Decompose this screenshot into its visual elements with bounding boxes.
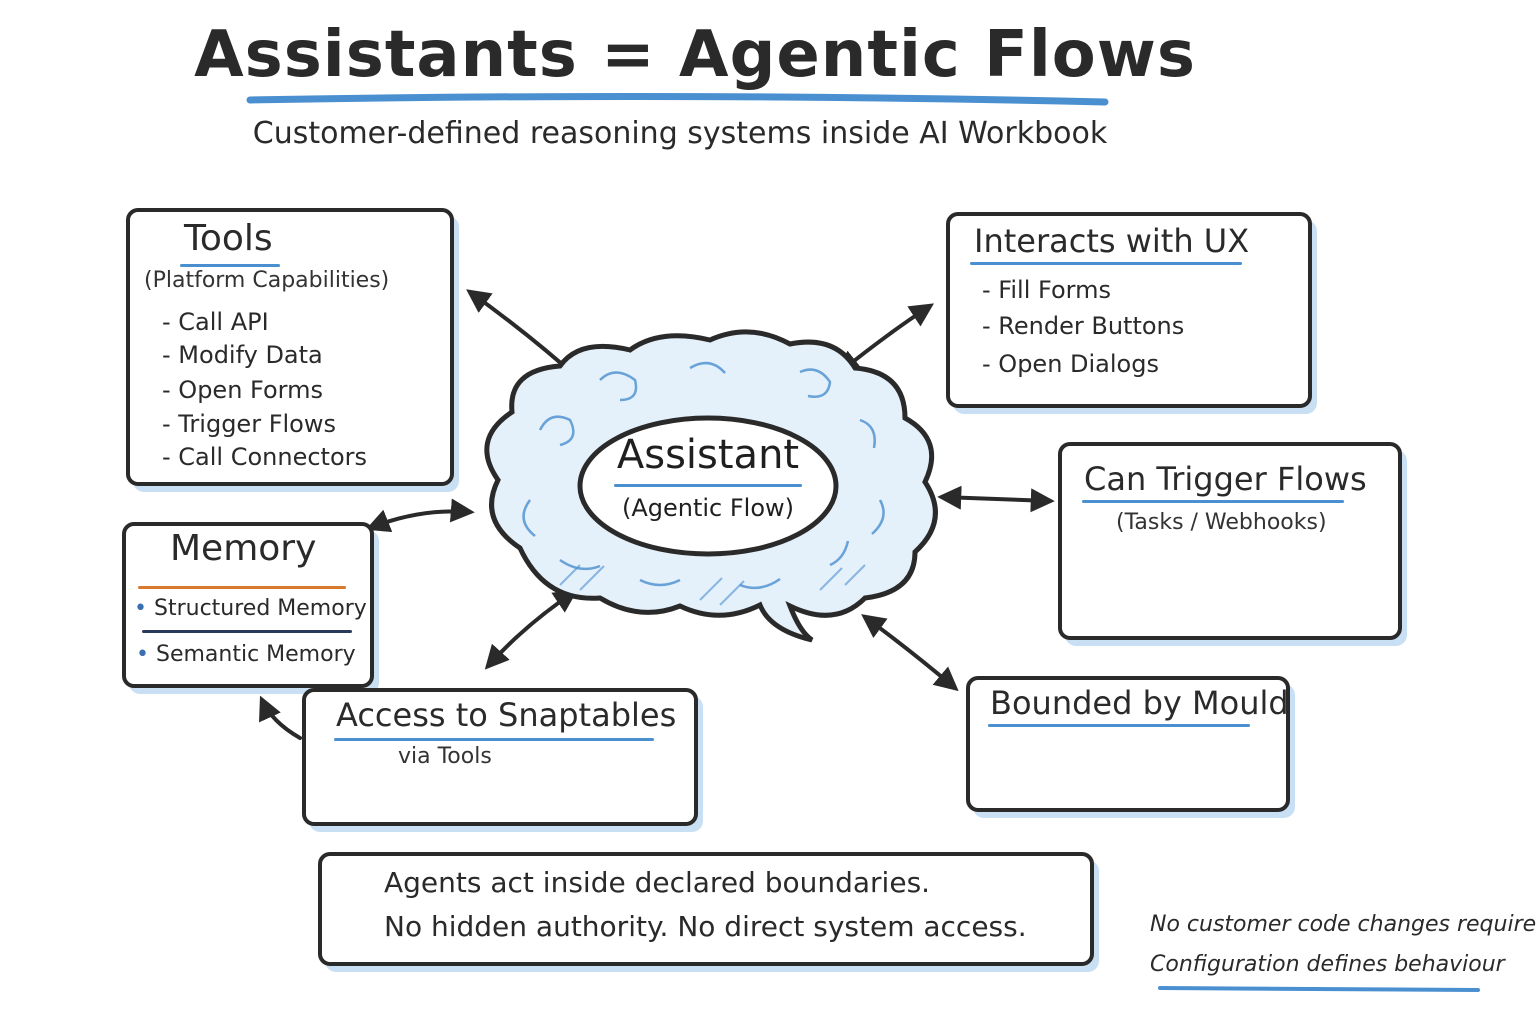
note-line-1: No customer code changes required bbox=[1150, 912, 1536, 937]
flows-underline bbox=[1082, 500, 1344, 503]
snaptables-title: Access to Snaptables bbox=[336, 696, 677, 734]
flows-box bbox=[1058, 442, 1402, 640]
mould-underline bbox=[988, 724, 1250, 727]
arrow-snaptables bbox=[484, 589, 578, 670]
tools-title: Tools bbox=[184, 218, 273, 259]
memory-underline bbox=[138, 586, 346, 589]
ux-item: Fill Forms bbox=[982, 276, 1111, 304]
assistant-title: Assistant bbox=[616, 432, 800, 478]
arrow-snap-memory bbox=[259, 695, 302, 740]
page-title: Assistants = Agentic Flows bbox=[194, 18, 1196, 92]
snaptables-subtitle: via Tools bbox=[398, 744, 492, 769]
mould-box bbox=[966, 676, 1290, 812]
boundaries-box bbox=[318, 852, 1094, 966]
tools-item: Open Forms bbox=[162, 376, 323, 404]
assistant-underline bbox=[614, 484, 802, 487]
boundaries-line-2: No hidden authority. No direct system ac… bbox=[384, 910, 1027, 943]
boundaries-line-1: Agents act inside declared boundaries. bbox=[384, 866, 931, 899]
note-line-2: Configuration defines behaviour bbox=[1150, 952, 1505, 977]
tools-subtitle: (Platform Capabilities) bbox=[144, 268, 390, 293]
tools-item: Modify Data bbox=[162, 341, 322, 369]
page-subtitle: Customer-defined reasoning systems insid… bbox=[252, 116, 1108, 151]
arrow-flows bbox=[937, 485, 1055, 513]
memory-item: Structured Memory bbox=[134, 596, 367, 621]
tools-item: Call Connectors bbox=[162, 443, 367, 471]
memory-divider bbox=[142, 630, 352, 633]
ux-item: Open Dialogs bbox=[982, 350, 1159, 378]
mould-title: Bounded by Mould bbox=[990, 684, 1289, 722]
snaptables-underline bbox=[334, 738, 654, 741]
tools-underline bbox=[180, 264, 280, 267]
tools-item: Trigger Flows bbox=[162, 410, 336, 438]
ux-underline bbox=[970, 262, 1242, 265]
brain-icon bbox=[484, 329, 938, 643]
flows-subtitle: (Tasks / Webhooks) bbox=[1116, 510, 1327, 535]
arrow-mould bbox=[861, 614, 959, 692]
tools-item: Call API bbox=[162, 308, 268, 336]
arrow-memory bbox=[365, 498, 475, 533]
snaptables-box bbox=[302, 688, 698, 826]
flows-title: Can Trigger Flows bbox=[1084, 460, 1367, 498]
memory-item: Semantic Memory bbox=[136, 642, 356, 667]
memory-title: Memory bbox=[170, 528, 317, 569]
ux-item: Render Buttons bbox=[982, 312, 1184, 340]
ux-title: Interacts with UX bbox=[974, 222, 1250, 260]
assistant-subtitle: (Agentic Flow) bbox=[621, 494, 795, 522]
